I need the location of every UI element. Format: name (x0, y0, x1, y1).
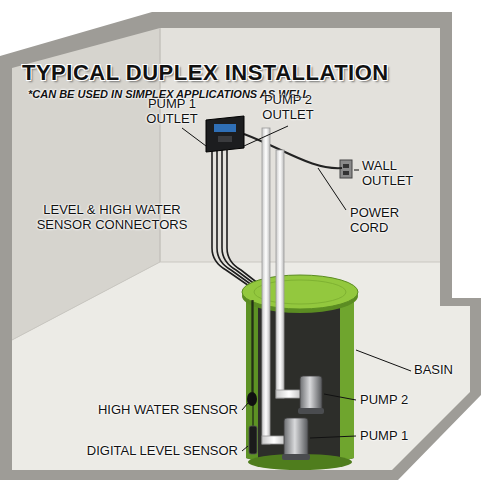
pump-base (282, 454, 310, 460)
part-label: PUMP 1 (360, 428, 408, 443)
floor (12, 262, 470, 470)
leader-line (182, 128, 206, 146)
floor-edge (12, 262, 160, 340)
discharge-pipe (262, 128, 270, 444)
basin-bottom (248, 454, 352, 470)
pump-base (298, 408, 324, 414)
concrete-rim (0, 12, 481, 480)
part-label: PUMP 1 OUTLET (140, 96, 204, 126)
basin-wall (246, 292, 258, 462)
controller-logo (214, 124, 236, 132)
discharge-pipe (276, 150, 284, 398)
pump (284, 418, 308, 458)
diagram-title: TYPICAL DUPLEX INSTALLATION (22, 60, 389, 86)
leader-line (242, 403, 248, 410)
part-label: POWER CORD (350, 205, 410, 235)
sensor-cable (252, 300, 253, 392)
leader-line (310, 436, 356, 438)
controller (206, 116, 244, 152)
leader-line (356, 350, 411, 371)
part-label: PUMP 2 (360, 392, 408, 407)
high-water-float (247, 392, 257, 406)
outlet-socket (343, 171, 349, 175)
leader-line (244, 126, 288, 146)
discharge-pipe (262, 436, 286, 444)
part-label: BASIN (414, 362, 453, 377)
leader-line (354, 170, 359, 171)
part-label: LEVEL & HIGH WATER SENSOR CONNECTORS (28, 202, 196, 232)
part-label: HIGH WATER SENSOR (88, 402, 238, 417)
basin-lid (242, 275, 358, 309)
leader-line (324, 394, 356, 400)
sensor-wire (227, 150, 264, 288)
floor-edge (160, 262, 440, 263)
sensor-cable (253, 300, 254, 426)
leader-line (242, 446, 248, 451)
part-label: WALL OUTLET (362, 158, 422, 188)
leader-line (318, 168, 346, 210)
pump (300, 376, 322, 412)
part-label: PUMP 2 OUTLET (256, 92, 320, 122)
digital-level-sensor (249, 426, 257, 454)
discharge-pipe (276, 390, 302, 398)
controller-display (218, 136, 232, 142)
outlet-socket (343, 164, 349, 168)
part-label: DIGITAL LEVEL SENSOR (68, 443, 238, 458)
